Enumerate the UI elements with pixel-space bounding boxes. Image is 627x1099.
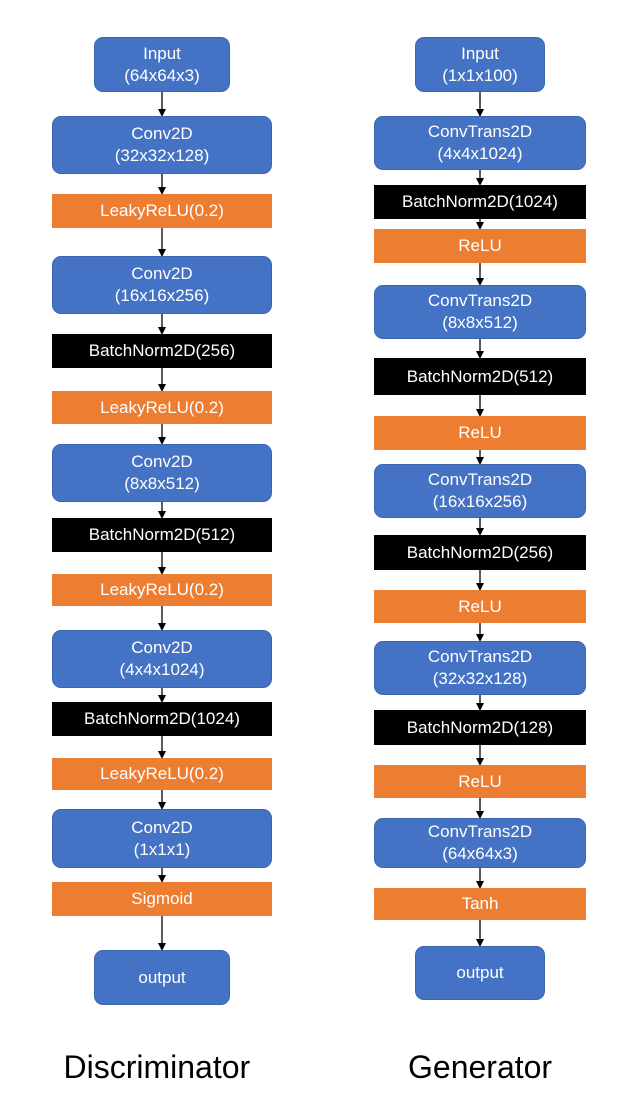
layer-label: Conv2D bbox=[131, 817, 193, 837]
generator-batchnorm-block-batchnorm2d-512: BatchNorm2D(512) bbox=[374, 358, 586, 395]
layer-shape: (32x32x128) bbox=[114, 146, 210, 165]
discriminator-batchnorm-block-batchnorm2d-512: BatchNorm2D(512) bbox=[52, 518, 272, 552]
layer-label: Input bbox=[461, 43, 499, 63]
layer-label: ConvTrans2D bbox=[427, 470, 533, 489]
layer-label: BatchNorm2D(1024) bbox=[402, 192, 558, 211]
discriminator-layer-block-conv2d: Conv2D (32x32x128) bbox=[52, 116, 272, 174]
discriminator-batchnorm-block-batchnorm2d-1024: BatchNorm2D(1024) bbox=[52, 702, 272, 736]
layer-shape: (64x64x3) bbox=[124, 65, 200, 85]
generator-layer-block-convtrans2d: ConvTrans2D (16x16x256) bbox=[374, 464, 586, 518]
layer-shape: (16x16x256) bbox=[432, 492, 528, 511]
layer-label: BatchNorm2D(128) bbox=[406, 717, 554, 737]
generator-activation-block-relu: ReLU bbox=[374, 765, 586, 798]
generator-activation-block-relu: ReLU bbox=[374, 590, 586, 623]
layer-shape: (4x4x1024) bbox=[119, 660, 205, 679]
layer-label: Sigmoid bbox=[131, 889, 193, 908]
discriminator-activation-block-leakyrelu-0-2: LeakyReLU(0.2) bbox=[52, 758, 272, 790]
layer-label: LeakyReLU(0.2) bbox=[100, 764, 224, 783]
layer-shape: (32x32x128) bbox=[432, 669, 528, 688]
layer-shape: (4x4x1024) bbox=[437, 144, 523, 163]
layer-label: LeakyReLU(0.2) bbox=[100, 201, 224, 220]
generator-layer-block-convtrans2d: ConvTrans2D (32x32x128) bbox=[374, 641, 586, 695]
discriminator-layer-block-conv2d: Conv2D (8x8x512) bbox=[52, 444, 272, 502]
layer-shape: (8x8x512) bbox=[124, 474, 200, 493]
layer-label: ConvTrans2D bbox=[427, 647, 533, 666]
discriminator-layer-block-conv2d: Conv2D (16x16x256) bbox=[52, 256, 272, 314]
generator-layer-block-output: output bbox=[415, 946, 545, 1000]
layer-label: ReLU bbox=[458, 596, 502, 616]
layer-label: LeakyReLU(0.2) bbox=[100, 397, 224, 417]
discriminator-title: Discriminator bbox=[63, 1049, 251, 1085]
layer-label: Conv2D bbox=[131, 124, 193, 143]
layer-label: Tanh bbox=[461, 894, 499, 913]
discriminator-layer-block-conv2d: Conv2D(1x1x1) bbox=[52, 809, 272, 868]
layer-label: BatchNorm2D(512) bbox=[406, 366, 554, 386]
discriminator-layer-block-input: Input(64x64x3) bbox=[94, 37, 230, 92]
generator-layer-block-convtrans2d: ConvTrans2D (8x8x512) bbox=[374, 285, 586, 339]
layer-label: BatchNorm2D(256) bbox=[88, 341, 236, 360]
generator-layer-block-convtrans2d: ConvTrans2D (64x64x3) bbox=[374, 818, 586, 868]
generator-activation-block-tanh: Tanh bbox=[374, 888, 586, 920]
layer-shape: (8x8x512) bbox=[442, 313, 518, 332]
layer-label: Conv2D bbox=[131, 452, 193, 471]
layer-label: output bbox=[456, 963, 504, 982]
layer-shape: (1x1x100) bbox=[442, 65, 518, 85]
layer-label: ConvTrans2D bbox=[427, 122, 533, 141]
layer-label: BatchNorm2D(1024) bbox=[84, 709, 240, 728]
layer-label: ConvTrans2D bbox=[427, 822, 533, 841]
layer-label: BatchNorm2D(512) bbox=[88, 525, 236, 544]
layer-shape: (1x1x1) bbox=[133, 839, 191, 859]
layer-label: output bbox=[138, 967, 186, 987]
layer-label: BatchNorm2D(256) bbox=[406, 542, 554, 562]
layer-shape: (16x16x256) bbox=[114, 286, 210, 305]
layer-label: ConvTrans2D bbox=[427, 291, 533, 310]
generator-batchnorm-block-batchnorm2d-256: BatchNorm2D(256) bbox=[374, 535, 586, 570]
layer-label: Conv2D bbox=[131, 264, 193, 283]
generator-batchnorm-block-batchnorm2d-1024: BatchNorm2D(1024) bbox=[374, 185, 586, 219]
discriminator-activation-block-leakyrelu-0-2: LeakyReLU(0.2) bbox=[52, 194, 272, 228]
layer-label: ReLU bbox=[458, 771, 502, 791]
discriminator-activation-block-leakyrelu-0-2: LeakyReLU(0.2) bbox=[52, 574, 272, 606]
generator-activation-block-relu: ReLU bbox=[374, 416, 586, 450]
generator-batchnorm-block-batchnorm2d-128: BatchNorm2D(128) bbox=[374, 710, 586, 745]
generator-layer-block-input: Input(1x1x100) bbox=[415, 37, 545, 92]
discriminator-activation-block-leakyrelu-0-2: LeakyReLU(0.2) bbox=[52, 391, 272, 424]
layer-shape: (64x64x3) bbox=[442, 844, 518, 863]
discriminator-layer-block-conv2d: Conv2D (4x4x1024) bbox=[52, 630, 272, 688]
discriminator-layer-block-output: output bbox=[94, 950, 230, 1005]
discriminator-batchnorm-block-batchnorm2d-256: BatchNorm2D(256) bbox=[52, 334, 272, 368]
layer-label: LeakyReLU(0.2) bbox=[100, 580, 224, 599]
generator-layer-block-convtrans2d: ConvTrans2D (4x4x1024) bbox=[374, 116, 586, 170]
layer-label: ReLU bbox=[458, 236, 502, 255]
generator-title: Generator bbox=[408, 1049, 553, 1085]
generator-activation-block-relu: ReLU bbox=[374, 229, 586, 263]
discriminator-activation-block-sigmoid: Sigmoid bbox=[52, 882, 272, 916]
layer-label: Conv2D bbox=[131, 638, 193, 657]
layer-label: ReLU bbox=[458, 423, 502, 442]
layer-label: Input bbox=[143, 43, 181, 63]
